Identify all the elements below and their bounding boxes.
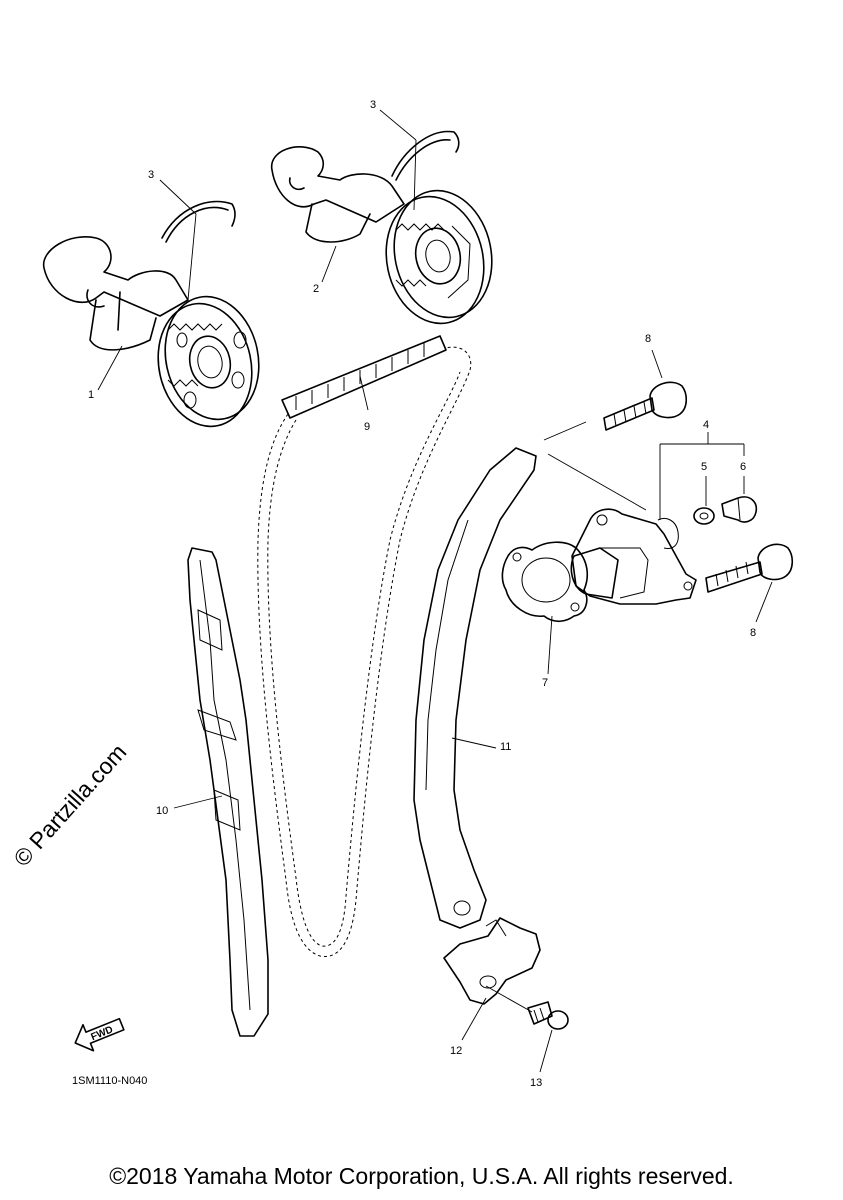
copyright-notice: ©2018 Yamaha Motor Corporation, U.S.A. A… <box>109 1163 734 1189</box>
callout-5[interactable]: 5 <box>701 461 707 473</box>
callout-7[interactable]: 7 <box>542 677 548 689</box>
diagram-code: 1SM1110-N040 <box>72 1075 147 1087</box>
part-9-timing-chain[interactable] <box>257 335 472 957</box>
callout-12[interactable]: 12 <box>450 1045 462 1057</box>
watermark: © Partzilla.com <box>8 739 131 872</box>
part-11-tensioner-guide[interactable] <box>413 447 537 929</box>
callout-2[interactable]: 2 <box>313 283 319 295</box>
part-2-camshaft[interactable] <box>271 146 504 333</box>
callout-13[interactable]: 13 <box>530 1077 542 1089</box>
fwd-label: FWD <box>90 1024 115 1043</box>
callout-labels: 1 2 3 3 4 5 6 7 8 8 9 10 11 12 13 <box>88 99 756 1089</box>
fwd-arrow-icon: FWD <box>74 1017 125 1052</box>
callout-6[interactable]: 6 <box>740 461 746 473</box>
callout-1[interactable]: 1 <box>88 389 94 401</box>
part-3-clip-left[interactable] <box>161 200 236 243</box>
part-8-bolt-upper[interactable] <box>603 381 688 431</box>
part-8-bolt-lower[interactable] <box>705 543 794 593</box>
part-12-bracket[interactable] <box>443 917 541 1005</box>
part-7-gasket[interactable] <box>501 541 589 623</box>
callout-3-left[interactable]: 3 <box>148 169 154 181</box>
part-4-tensioner-assembly[interactable] <box>570 508 697 605</box>
callout-11[interactable]: 11 <box>500 741 511 753</box>
callout-10[interactable]: 10 <box>156 805 168 817</box>
part-6-plug-bolt[interactable] <box>721 496 758 523</box>
part-10-chain-guide[interactable] <box>187 547 269 1037</box>
leader-lines <box>97 109 773 1073</box>
part-5-washer[interactable] <box>693 507 715 525</box>
callout-9[interactable]: 9 <box>364 421 370 433</box>
callout-4[interactable]: 4 <box>703 419 709 431</box>
callout-8-lower[interactable]: 8 <box>750 627 756 639</box>
callout-8-upper[interactable]: 8 <box>645 333 651 345</box>
part-13-screw[interactable] <box>527 1001 569 1030</box>
part-3-clip-right[interactable] <box>391 130 460 181</box>
callout-3-right[interactable]: 3 <box>370 99 376 111</box>
part-1-camshaft[interactable] <box>43 236 270 435</box>
